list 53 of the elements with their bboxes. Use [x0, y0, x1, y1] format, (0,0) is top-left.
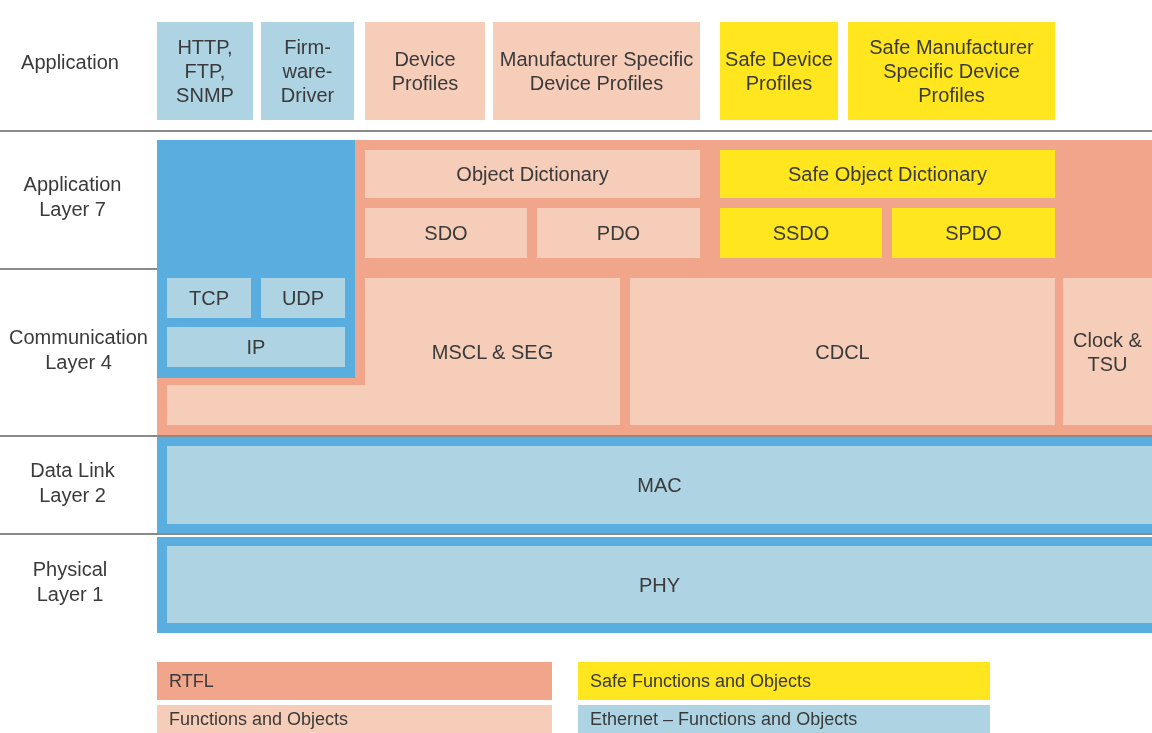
layer-box	[720, 22, 838, 120]
layer-box	[365, 22, 485, 120]
layer-box	[167, 446, 1152, 524]
box-label: TCP	[188, 286, 230, 310]
box-label: MSCL & SEG	[430, 339, 555, 364]
layer-name: Data Link Layer 2	[29, 458, 116, 508]
background-panel	[157, 537, 1152, 633]
box-label: Safe Device Profiles	[724, 47, 834, 95]
legend-text: Safe Functions and Objects	[590, 669, 812, 693]
box-label: IP	[245, 335, 267, 359]
legend-text: Ethernet – Functions and Objects	[590, 707, 858, 731]
layer-name: Application Layer 7	[22, 172, 123, 222]
layer-name: Application	[20, 50, 120, 75]
layer-box	[892, 208, 1055, 258]
legend-text: Functions and Objects	[169, 707, 349, 731]
legend-text: RTFL	[169, 669, 214, 693]
box-label: CDCL	[814, 339, 871, 364]
layer-box	[537, 208, 700, 258]
box-label: Device Profiles	[390, 47, 460, 95]
background-panel	[157, 437, 1152, 533]
box-label: Safe Object Dictionary	[787, 162, 988, 186]
background-panel	[157, 140, 1152, 435]
layer-box	[261, 22, 354, 120]
layer-box	[848, 22, 1055, 120]
layer-box	[167, 546, 1152, 623]
layer-box	[1063, 278, 1152, 425]
layer-box	[630, 278, 1055, 425]
layer-name: Communication Layer 4	[8, 325, 149, 375]
layer-box	[261, 278, 345, 318]
box-label: UDP	[280, 286, 326, 310]
box-label: HTTP, FTP, SNMP	[175, 35, 235, 107]
box-label: SPDO	[944, 221, 1003, 245]
layer-box	[493, 22, 700, 120]
box-label: SSDO	[771, 221, 831, 245]
box-label: Firm- ware- Driver	[279, 35, 336, 107]
layer-box	[365, 208, 527, 258]
layer-box	[167, 278, 620, 425]
box-label: Object Dictionary	[455, 162, 610, 186]
box-label: Clock & TSU	[1072, 327, 1143, 376]
layer-name: Physical Layer 1	[31, 557, 109, 607]
box-label: PDO	[595, 221, 642, 245]
box-label: PHY	[637, 572, 682, 597]
layer-box	[167, 327, 345, 367]
box-label: Manufacturer Specific Device Profiles	[498, 47, 695, 95]
layer-box	[167, 278, 251, 318]
layer-box	[157, 22, 253, 120]
background-panel	[157, 140, 355, 378]
layer-box	[720, 208, 882, 258]
box-label: MAC	[636, 473, 683, 497]
box-label: Safe Manufacturer Specific Device Profiles	[868, 35, 1035, 107]
layer-box	[720, 150, 1055, 198]
layer-box	[365, 150, 700, 198]
box-label: SDO	[423, 221, 469, 245]
